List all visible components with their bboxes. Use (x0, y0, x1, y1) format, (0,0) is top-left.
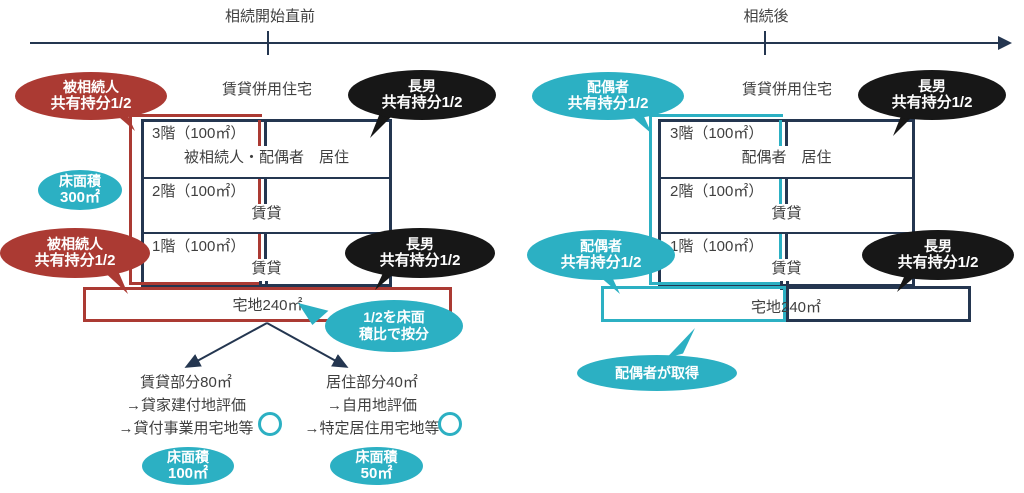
left-land-tick (259, 281, 262, 290)
rental-portion-line2: →貸家建付地評価 (125, 397, 246, 414)
line1: 1/2を床面 (363, 309, 425, 326)
right-spouse-half-outline (649, 114, 783, 285)
owner: 長男 (918, 77, 946, 94)
left-land-label: 宅地240㎡ (232, 297, 303, 314)
split-by-floor-area-bubble: 1/2を床面 積比で按分 (325, 300, 463, 352)
left-floor3-desc: 被相続人・配偶者 居住 (183, 149, 349, 166)
owner: 長男 (924, 237, 952, 254)
right-land-spouse-half (601, 286, 786, 322)
son-share-top-bubble-right: 長男 共有持分1/2 (858, 70, 1006, 120)
share: 共有持分1/2 (897, 254, 979, 272)
spouse-share-land-bubble: 配偶者 共有持分1/2 (527, 230, 675, 280)
rental-floor-area-ellipse: 床面積 100㎡ (142, 447, 234, 485)
left-divider-seg (264, 234, 267, 259)
timeline-tick-after (764, 31, 766, 55)
share: 共有持分1/2 (50, 95, 132, 113)
deceased-share-land-bubble: 被相続人 共有持分1/2 (0, 228, 150, 278)
share: 共有持分1/2 (560, 254, 642, 272)
left-floor2-name: 2階（100㎡） (152, 183, 246, 200)
right-divider-seg (779, 120, 782, 146)
right-floor2-name: 2階（100㎡） (670, 183, 764, 200)
son-share-land-bubble-left: 長男 共有持分1/2 (345, 228, 495, 278)
label: 床面積 (59, 172, 101, 189)
right-floor-divider-2 (660, 232, 913, 234)
residential-eligible-circle-icon (438, 412, 462, 436)
right-floor3-desc: 配偶者 居住 (741, 149, 832, 166)
son-share-land-bubble-right: 長男 共有持分1/2 (862, 230, 1014, 280)
timeline-line (30, 42, 1002, 44)
total-floor-area-ellipse: 床面積 300㎡ (38, 170, 122, 210)
left-divider-seg (258, 234, 261, 259)
land-split-arrows (184, 322, 349, 368)
residential-portion-line3: →特定居住用宅地等 (304, 420, 440, 437)
label: 床面積 (355, 448, 398, 465)
value: 100㎡ (167, 465, 209, 483)
spouse-acquires-bubble: 配偶者が取得 (577, 355, 737, 391)
left-floor2-desc: 賃貸 (251, 205, 282, 222)
deceased-share-top-bubble: 被相続人 共有持分1/2 (15, 72, 167, 120)
label: 配偶者が取得 (615, 364, 699, 381)
right-floor3-name: 3階（100㎡） (670, 125, 764, 142)
right-building-title: 賃貸併用住宅 (741, 81, 832, 98)
residential-floor-area-ellipse: 床面積 50㎡ (330, 447, 423, 485)
left-divider-seg (258, 120, 261, 146)
left-divider-seg (258, 179, 261, 204)
right-land-label: 宅地240㎡ (750, 299, 822, 316)
residential-portion-line2: →自用地評価 (326, 397, 417, 414)
right-land-son-half (786, 286, 971, 322)
son-share-top-bubble-left: 長男 共有持分1/2 (348, 70, 496, 120)
owner: 長男 (408, 77, 436, 94)
left-land-tick (265, 281, 268, 290)
right-floor1-name: 1階（100㎡） (670, 238, 764, 255)
owner: 配偶者 (587, 78, 629, 95)
owner: 長男 (406, 235, 434, 252)
left-owner-half-outline (129, 114, 262, 285)
left-land-box: 宅地240㎡ (83, 287, 452, 322)
left-divider-seg (264, 120, 267, 146)
rental-portion-line3: →貸付事業用宅地等 (118, 420, 254, 437)
right-land-tick (786, 281, 789, 290)
right-floor1-desc: 賃貸 (771, 260, 802, 277)
rental-eligible-circle-icon (258, 412, 282, 436)
right-divider-seg (785, 120, 788, 146)
right-divider-seg (785, 179, 788, 204)
right-floor2-desc: 賃貸 (771, 205, 802, 222)
share: 共有持分1/2 (379, 252, 461, 270)
timeline-label-after: 相続後 (743, 8, 789, 25)
timeline-arrowhead-icon (998, 36, 1012, 50)
share: 共有持分1/2 (891, 94, 973, 112)
left-floor1-desc: 賃貸 (251, 260, 282, 277)
left-floor-divider-2 (143, 232, 390, 234)
left-floor1-name: 1階（100㎡） (152, 238, 246, 255)
label: 床面積 (167, 448, 209, 465)
value: 300㎡ (59, 189, 101, 207)
timeline-tick-before (267, 31, 269, 55)
line2: 積比で按分 (359, 326, 429, 342)
left-divider-seg (264, 179, 267, 204)
owner: 被相続人 (47, 235, 103, 252)
right-land-tick (780, 281, 783, 290)
bubble-tail (666, 328, 695, 358)
share: 共有持分1/2 (567, 95, 649, 113)
timeline-label-before: 相続開始直前 (224, 8, 315, 25)
left-floor-divider-1 (143, 177, 390, 179)
share: 共有持分1/2 (34, 252, 116, 270)
right-divider-seg (779, 234, 782, 259)
residential-portion-block: 居住部分40㎡ →自用地評価 →特定居住用宅地等 (296, 371, 448, 440)
left-floor3-name: 3階（100㎡） (152, 125, 246, 142)
right-floor-divider-1 (660, 177, 913, 179)
residential-portion-title: 居住部分40㎡ (326, 374, 418, 391)
spouse-share-top-bubble: 配偶者 共有持分1/2 (532, 72, 684, 120)
share: 共有持分1/2 (381, 94, 463, 112)
right-divider-seg (779, 179, 782, 204)
right-divider-seg (785, 234, 788, 259)
owner: 被相続人 (63, 78, 119, 95)
owner: 配偶者 (580, 237, 622, 254)
value: 50㎡ (360, 465, 393, 483)
left-building-title: 賃貸併用住宅 (221, 81, 312, 98)
rental-portion-block: 賃貸部分80㎡ →貸家建付地評価 →貸付事業用宅地等 (106, 371, 266, 440)
rental-portion-title: 賃貸部分80㎡ (140, 374, 232, 391)
